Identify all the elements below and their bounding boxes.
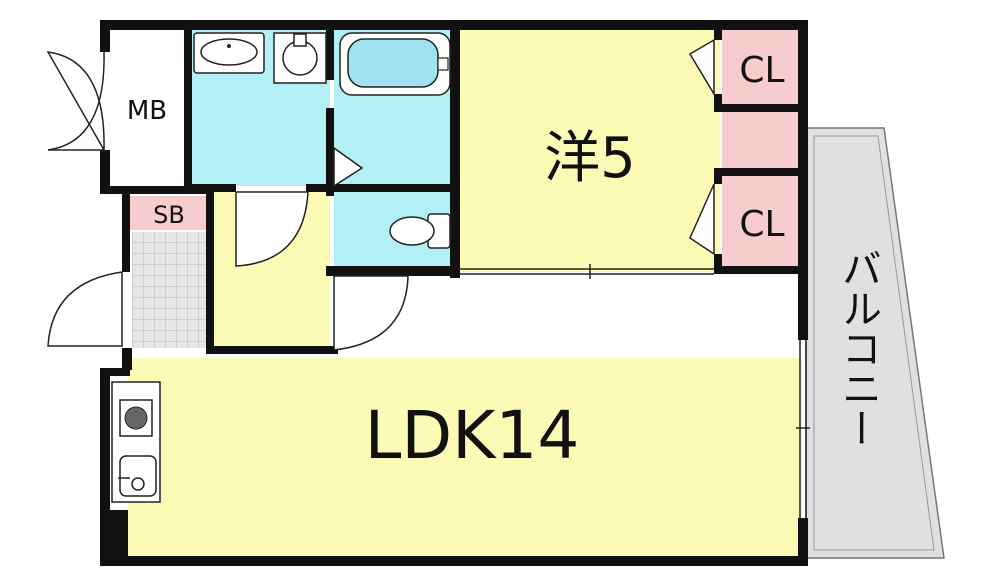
meter-box	[108, 30, 188, 188]
western-room-label: 洋5	[544, 126, 636, 191]
door-swing-icon	[46, 51, 409, 351]
shoe-box-label: SB	[153, 201, 185, 229]
closet-middle	[722, 112, 800, 170]
closet-label-top: CL	[739, 50, 784, 91]
washbasin-icon	[193, 32, 265, 74]
balcony-window	[796, 340, 810, 518]
ldk-floor	[128, 358, 802, 560]
balcony-label: バルコニー	[835, 248, 881, 448]
ldk-label: LDK14	[365, 397, 580, 474]
sliding-door-western	[460, 264, 714, 279]
meter-box-label: MB	[127, 96, 167, 126]
entrance-tile	[132, 232, 206, 348]
washing-machine-icon	[273, 32, 327, 84]
kitchen-sink-icon	[118, 455, 157, 497]
western-room-floor	[458, 28, 720, 272]
closet-top	[722, 28, 800, 106]
closet-bottom	[722, 176, 800, 268]
shoe-box	[130, 196, 208, 230]
closet-doors	[688, 38, 715, 256]
walls	[100, 20, 808, 566]
bathtub-icon	[339, 32, 451, 96]
toilet-icon	[389, 213, 451, 249]
closet-label-bottom: CL	[739, 204, 784, 245]
